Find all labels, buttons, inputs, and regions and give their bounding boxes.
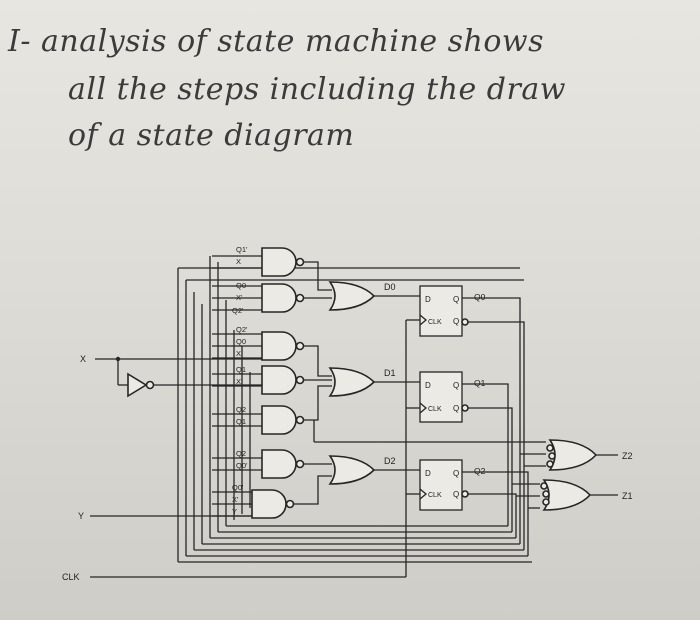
handwriting-line-3: of a state diagram bbox=[68, 118, 355, 153]
output-q2-label: Q2 bbox=[474, 466, 486, 476]
label-g7-c: Y bbox=[232, 507, 237, 516]
or-gate-z1 bbox=[540, 479, 618, 511]
clock-wires bbox=[405, 319, 420, 577]
and-gate-4 bbox=[212, 365, 305, 395]
signal-bus bbox=[177, 256, 532, 563]
and-gate-6 bbox=[212, 449, 305, 479]
label-g2-b: X' bbox=[236, 293, 243, 302]
label-g3-c: X bbox=[236, 349, 241, 358]
label-g3-a: Q2' bbox=[236, 325, 248, 334]
ff2-clk-pin: CLK bbox=[428, 492, 442, 499]
ff2-q-pin: Q bbox=[453, 469, 459, 478]
ff0-clk-pin: CLK bbox=[428, 319, 442, 326]
signal-d2: D2 bbox=[384, 456, 396, 466]
flip-flop-2: D Q CLK Q bbox=[419, 459, 469, 511]
and-gate-5 bbox=[212, 405, 305, 435]
output-z2: Z2 bbox=[622, 451, 633, 461]
ff1-qbar-pin: Q bbox=[453, 404, 459, 413]
signal-d0: D0 bbox=[384, 282, 396, 292]
label-g6-a: Q2 bbox=[236, 449, 246, 458]
ff2-qbar-pin: Q bbox=[453, 490, 459, 499]
x-inverter bbox=[127, 372, 262, 398]
input-y-label: Y bbox=[78, 511, 84, 521]
flip-flop-0: D Q CLK Q bbox=[419, 285, 469, 337]
and-gate-3 bbox=[212, 331, 305, 361]
signal-d1: D1 bbox=[384, 368, 396, 378]
feedback-wires bbox=[462, 297, 529, 556]
label-g7-b: X' bbox=[232, 495, 239, 504]
and-gate-1 bbox=[212, 247, 305, 277]
handwriting-line-1: I- analysis of state machine shows bbox=[8, 24, 544, 59]
output-q1-label: Q1 bbox=[474, 378, 486, 388]
label-g2-a: Q0 bbox=[236, 281, 246, 290]
and-gate-7 bbox=[212, 489, 295, 519]
gate-input-labels: Q1' X Q0 X' Q2' Q2' Q0 X Q1 X' Q2 Q1 Q2 … bbox=[232, 245, 248, 516]
or-gate-z2 bbox=[546, 439, 618, 471]
label-g5-b: Q1 bbox=[236, 417, 246, 426]
output-q0-label: Q0 bbox=[474, 292, 486, 302]
label-g4-a: Q1 bbox=[236, 365, 246, 374]
label-g2-c: Q2' bbox=[232, 306, 244, 315]
ff1-clk-pin: CLK bbox=[428, 406, 442, 413]
label-g5-a: Q2 bbox=[236, 405, 246, 414]
output-wires bbox=[313, 420, 546, 509]
or-gate-d2 bbox=[328, 455, 420, 485]
label-g7-a: Q0' bbox=[232, 483, 244, 492]
output-z1: Z1 bbox=[622, 491, 633, 501]
flip-flop-1: D Q CLK Q bbox=[419, 371, 469, 423]
or-gate-d1 bbox=[328, 367, 420, 397]
handwritten-question: I- analysis of state machine shows all t… bbox=[0, 0, 700, 200]
label-g6-b: Q0' bbox=[236, 461, 248, 470]
label-g1-b: X bbox=[236, 257, 241, 266]
input-clk-label: CLK bbox=[62, 572, 80, 582]
and-gate-2 bbox=[212, 283, 305, 313]
ff0-q-pin: Q bbox=[453, 295, 459, 304]
ff2-d-pin: D bbox=[425, 469, 431, 478]
ff1-q-pin: Q bbox=[453, 381, 459, 390]
ff0-qbar-pin: Q bbox=[453, 317, 459, 326]
ff0-d-pin: D bbox=[425, 295, 431, 304]
ff1-d-pin: D bbox=[425, 381, 431, 390]
label-g1-a: Q1' bbox=[236, 245, 248, 254]
input-x-label: X bbox=[80, 354, 86, 364]
label-g4-b: X' bbox=[236, 377, 243, 386]
label-g3-b: Q0 bbox=[236, 337, 246, 346]
and-to-or-wires bbox=[294, 261, 332, 505]
handwriting-line-2: all the steps including the draw bbox=[68, 72, 566, 107]
or-gate-d0 bbox=[328, 281, 420, 311]
